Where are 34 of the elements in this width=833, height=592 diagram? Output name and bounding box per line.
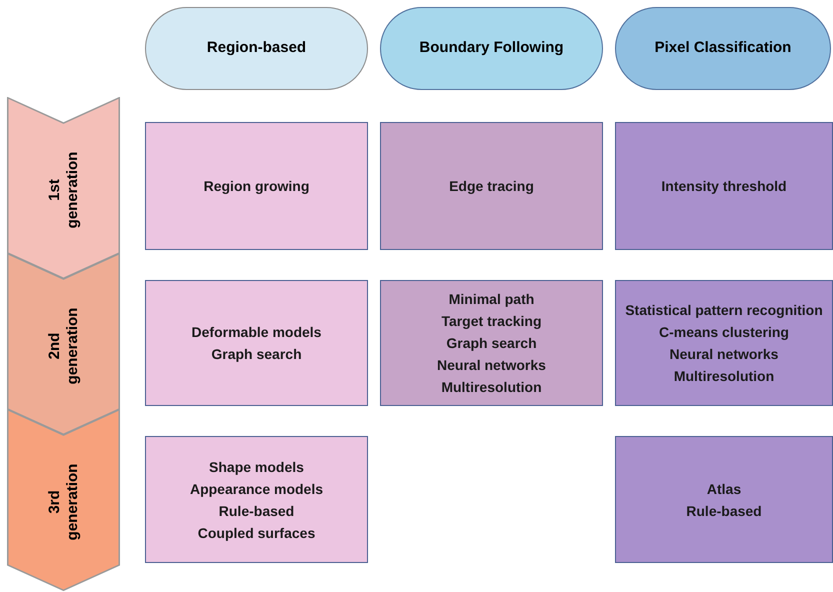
method-box xyxy=(145,122,368,250)
method-box xyxy=(615,436,833,563)
column-heading: Region-based xyxy=(206,38,306,58)
method-label: Graph search xyxy=(211,345,302,364)
method-label: Atlas xyxy=(706,480,742,498)
method-label: Region growing xyxy=(204,177,310,196)
method-box xyxy=(145,280,368,406)
method-label: Rule-based xyxy=(686,502,762,520)
column-heading: Pixel Classification xyxy=(654,38,792,58)
method-label: Graph search xyxy=(446,334,537,353)
method-box xyxy=(615,280,833,406)
method-label: Target tracking xyxy=(441,312,542,331)
method-label: Shape models xyxy=(209,458,304,477)
method-label: Intensity threshold xyxy=(661,177,787,196)
method-box xyxy=(380,280,603,406)
method-label: Deformable models xyxy=(192,323,322,342)
row-label: 3rd generation xyxy=(46,462,82,542)
method-box xyxy=(615,122,833,250)
method-label: Rule-based xyxy=(218,502,294,520)
method-label: C-means clustering xyxy=(659,323,789,342)
method-label: Statistical pattern recognition xyxy=(625,301,823,320)
method-label: Neural networks xyxy=(670,345,778,364)
method-label: Neural networks xyxy=(437,356,546,375)
method-label: Edge tracing xyxy=(449,177,534,196)
method-label: Multiresolution xyxy=(674,367,774,386)
method-label: Appearance models xyxy=(190,480,324,499)
row-label: 1st generation xyxy=(46,150,82,230)
method-box xyxy=(380,122,603,250)
column-heading: Boundary Following xyxy=(419,38,564,58)
method-label: Minimal path xyxy=(448,290,534,309)
method-box xyxy=(145,436,368,563)
method-label: Multiresolution xyxy=(441,378,542,397)
row-label: 2nd generation xyxy=(46,306,82,386)
method-label: Coupled surfaces xyxy=(198,524,316,543)
